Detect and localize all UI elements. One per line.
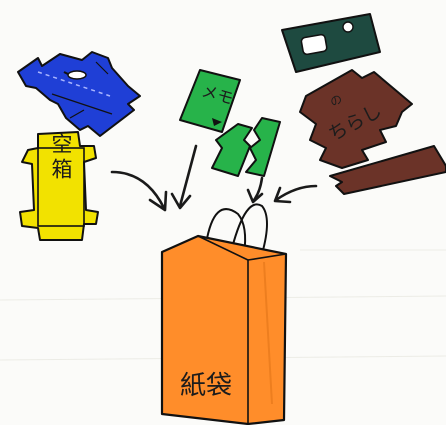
memo-icon: メモ [179,69,241,133]
arrow-left-icon [110,170,168,212]
arrows [110,144,318,212]
arrow-center-left-icon [170,144,198,210]
torn-memo-left [211,123,253,177]
flyer-back [329,145,446,195]
flat-box-icon [17,51,141,137]
flyer-sublabel: の [328,91,345,109]
flyer-icon: の ちらし [299,69,446,195]
torn-memo-icon [211,117,281,177]
card-icon [281,13,381,73]
arrow-center-right-icon [246,176,264,204]
empty-box-shape [19,131,99,241]
card-shape [281,13,381,73]
empty-box-icon: 空箱 [19,131,99,241]
torn-memo-right [245,117,281,177]
paper-bag-label: 紙袋 [180,371,232,401]
flat-box-shape [17,51,141,137]
paper-bag-icon: 紙袋 [160,203,288,425]
flyer-front [299,69,413,169]
memo-shape [179,69,241,133]
empty-box-label: 空箱 [49,133,73,183]
arrow-right-icon [273,184,318,204]
